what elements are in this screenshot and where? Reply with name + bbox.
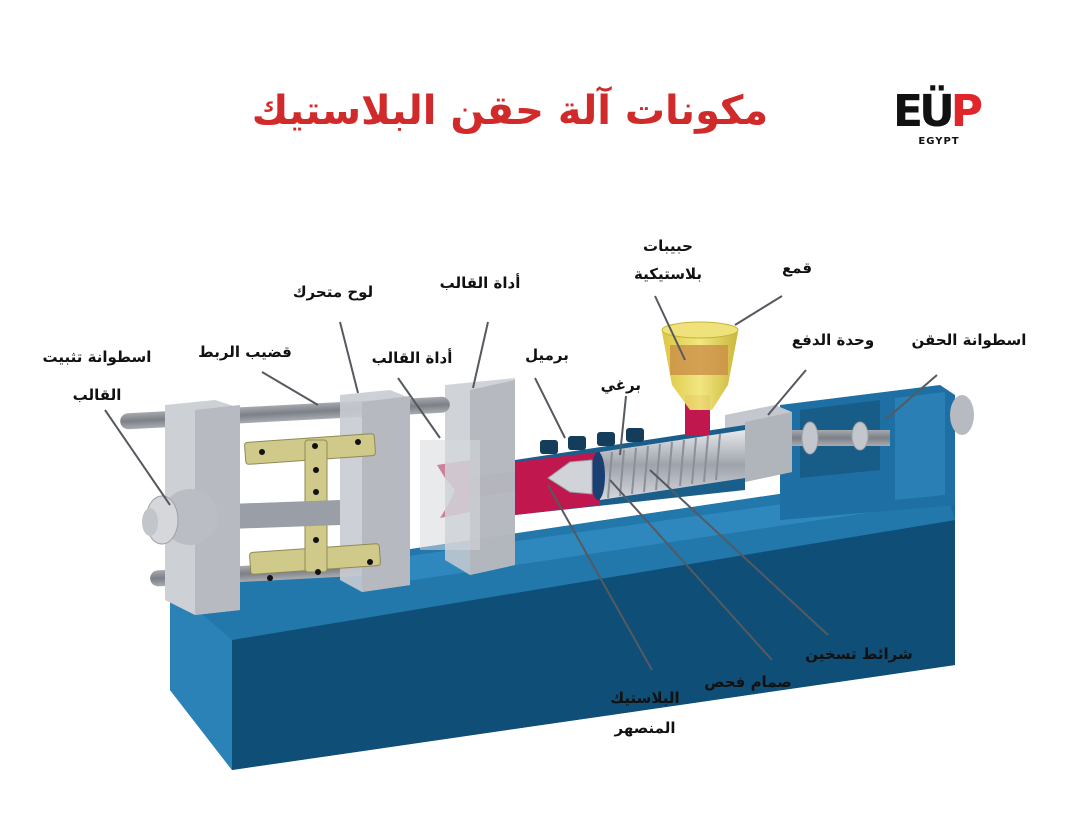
logo-subtitle: EGYPT: [918, 136, 960, 147]
screw: [547, 430, 745, 500]
injection-housing: [780, 385, 974, 520]
label-moving-platen: لوح متحرك: [292, 283, 374, 301]
label-heater-bands: شرائط تسخين: [805, 645, 913, 663]
mold-tool: [420, 440, 480, 550]
clamping-cylinder: [142, 489, 218, 545]
toggle-linkage: [244, 433, 381, 581]
eup-egypt-logo: EÜP EGYPT: [893, 86, 985, 154]
label-mold-tool-front: أداة القالب: [371, 349, 453, 367]
label-screw: برغي: [600, 376, 641, 394]
label-plastic-granules: حبيبات بلاستيكية: [634, 237, 702, 283]
label-tie-bar: قضيب الربط: [198, 343, 292, 361]
stationary-platen: [420, 378, 515, 575]
hopper: [661, 321, 739, 435]
label-drive-unit: وحدة الدفع: [791, 331, 875, 349]
leader-lines: [104, 295, 938, 671]
plastic-granules: [670, 345, 728, 375]
label-mold-tool-back: أداة القالب: [439, 274, 521, 292]
label-injection-cylinder: اسطوانة الحقن: [911, 331, 1027, 349]
label-molten-plastic: البلاستيك المنصهر: [610, 689, 680, 737]
label-check-valve: صمام فحص: [704, 673, 792, 691]
label-clamping-cylinder: اسطوانة تثبيت القالب: [42, 348, 152, 404]
check-valve-ring: [591, 452, 605, 500]
page-title: مكونات آلة حقن البلاستيك: [251, 88, 769, 134]
logo-mark: EÜP: [893, 86, 983, 137]
label-barrel: برميل: [525, 346, 569, 364]
machine-base: [170, 470, 955, 770]
label-hopper: قمع: [781, 259, 813, 277]
